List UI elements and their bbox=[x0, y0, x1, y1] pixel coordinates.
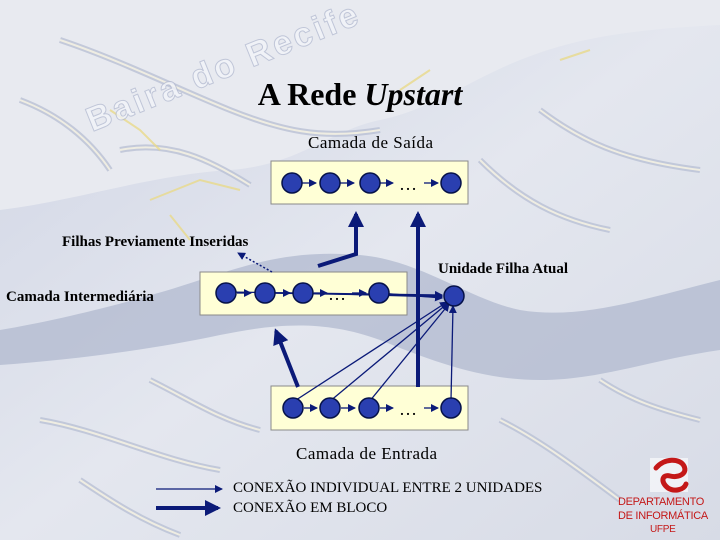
department-logo: DEPARTAMENTO DE INFORMÁTICA UFPE bbox=[614, 454, 720, 540]
output-layer-ellipsis: … bbox=[399, 174, 417, 194]
legend-block-label: CONEXÃO EM BLOCO bbox=[233, 500, 388, 516]
middle-node bbox=[254, 282, 276, 304]
in-layer-arrows bbox=[237, 179, 439, 412]
slide-title-main: A Rede bbox=[257, 76, 365, 112]
input-layer-nodes bbox=[282, 397, 462, 419]
logo-line-2: DE INFORMÁTICA bbox=[618, 510, 708, 522]
middle-node bbox=[215, 282, 237, 304]
input-layer-ellipsis: … bbox=[399, 399, 417, 419]
middle-layer-nodes bbox=[215, 282, 390, 304]
department-logo-mark bbox=[650, 457, 689, 493]
output-node bbox=[359, 172, 381, 194]
output-node bbox=[281, 172, 303, 194]
block-connection-middle-to-output bbox=[317, 211, 364, 268]
middle-layer-ellipsis: … bbox=[328, 284, 346, 304]
middle-layer-label: Camada Intermediária bbox=[6, 289, 154, 305]
legend-individual-label: CONEXÃO INDIVIDUAL ENTRE 2 UNIDADES bbox=[233, 480, 543, 496]
logo-line-3: UFPE bbox=[650, 524, 676, 535]
current-child-label: Unidade Filha Atual bbox=[438, 261, 569, 277]
input-node bbox=[282, 397, 304, 419]
input-node bbox=[440, 397, 462, 419]
output-layer-nodes bbox=[281, 172, 462, 194]
input-node bbox=[319, 397, 341, 419]
output-node bbox=[319, 172, 341, 194]
input-node bbox=[358, 397, 380, 419]
current-child-node bbox=[443, 285, 465, 307]
middle-node bbox=[292, 282, 314, 304]
previous-children-label: Filhas Previamente Inseridas bbox=[62, 234, 249, 250]
output-node bbox=[440, 172, 462, 194]
input-layer-label: Camada de Entrada bbox=[296, 444, 438, 463]
block-connection-input-to-middle bbox=[273, 328, 300, 388]
middle-node bbox=[368, 282, 390, 304]
dotted-pointer-previous-children bbox=[237, 252, 273, 273]
slide-title-emphasis: Upstart bbox=[364, 76, 463, 112]
output-layer-label: Camada de Saída bbox=[308, 133, 434, 152]
logo-line-1: DEPARTAMENTO bbox=[618, 496, 705, 508]
slide-title: A Rede Upstart bbox=[0, 76, 720, 113]
